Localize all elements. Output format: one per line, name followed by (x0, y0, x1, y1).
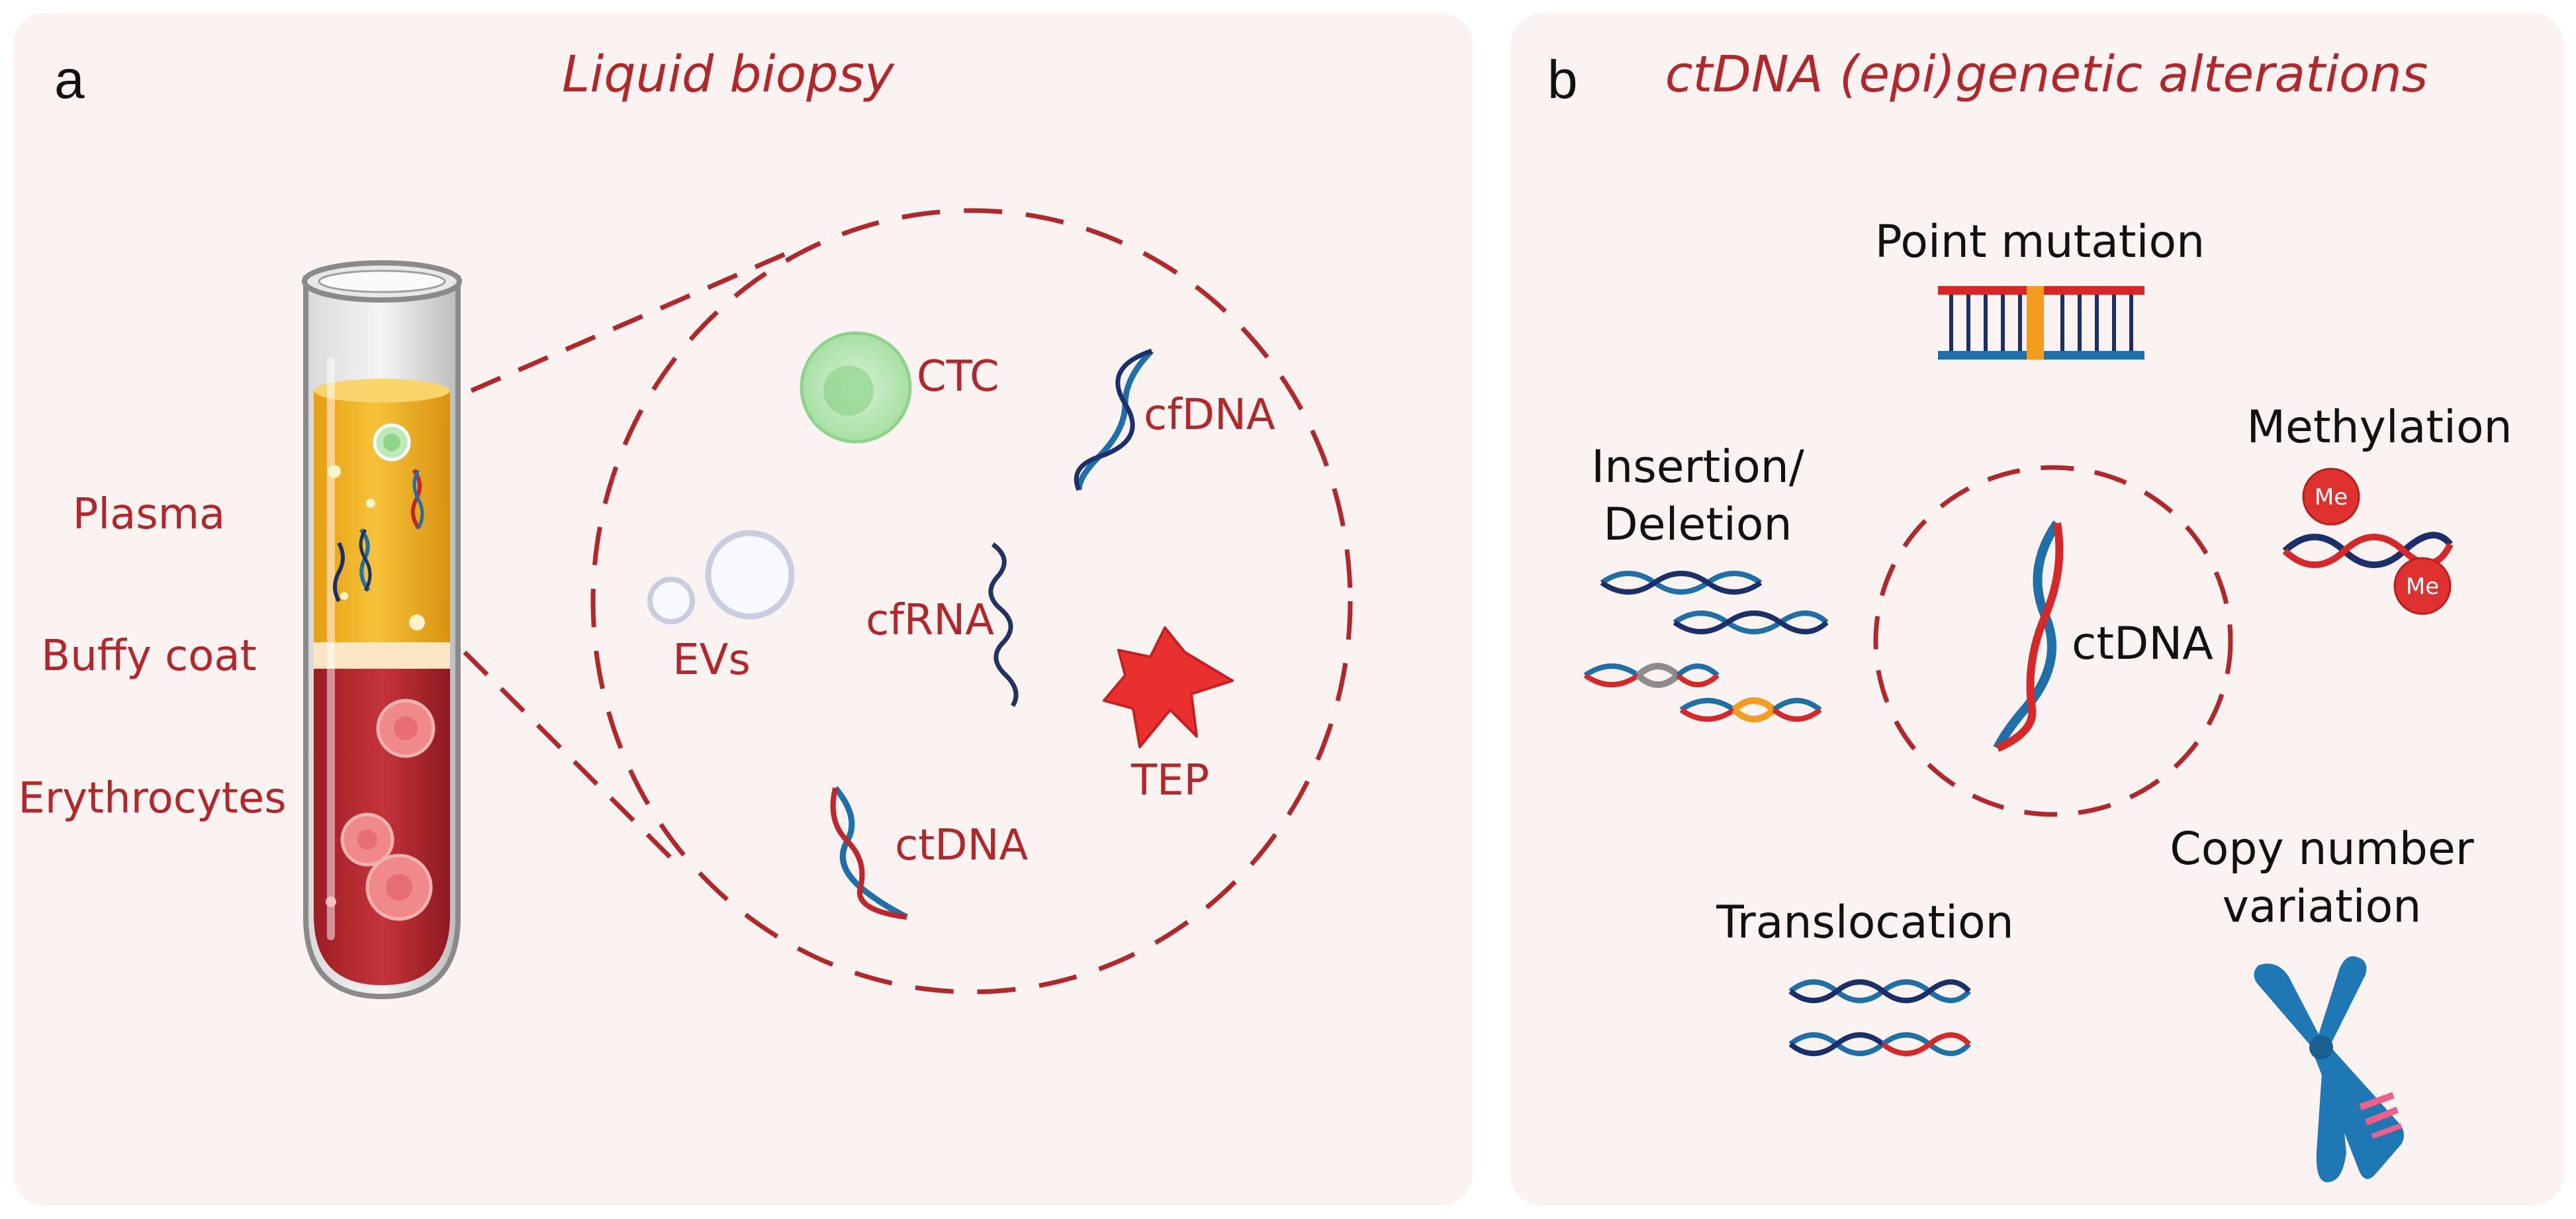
ctc-label: CTC (917, 352, 999, 401)
panel-b-title: ctDNA (epi)genetic alterations (1665, 44, 2428, 103)
svg-text:Me: Me (2406, 573, 2439, 600)
extracellular-vesicles-icon (647, 530, 795, 624)
zoom-line-top (470, 250, 789, 393)
svg-text:Me: Me (2315, 484, 2348, 511)
insertion-deletion-icon (1583, 571, 1829, 722)
zoom-circle (590, 208, 1353, 995)
panel-a-title: Liquid biopsy (562, 44, 895, 103)
ctdna-circle (1873, 465, 2233, 817)
methyl-group-top: Me (2302, 467, 2360, 526)
panel-b-letter: b (1547, 50, 1578, 110)
cnv-label-line2: variation (2223, 881, 2422, 933)
point-mutation-icon (1938, 286, 2144, 360)
plasma-layer (314, 391, 450, 644)
cnv-label-line1: Copy number (2170, 823, 2474, 875)
ctc-cell-icon (800, 331, 912, 444)
tep-label: TEP (1130, 756, 1209, 805)
buffy-coat-layer (314, 642, 450, 670)
buffy-coat-label: Buffy coat (41, 632, 256, 681)
translocation-label: Translocation (1716, 897, 2014, 949)
insertion-label-line2: Deletion (1603, 499, 1792, 551)
ctdna-center-label: ctDNA (2072, 618, 2213, 670)
ctdna-icon (830, 786, 909, 920)
ctdna-label: ctDNA (895, 821, 1028, 870)
cfdna-icon (1074, 348, 1154, 491)
tep-platelet-icon (1103, 626, 1234, 748)
panel-b-background (1510, 13, 2564, 1206)
ctdna-center-icon (1993, 520, 2064, 752)
cfrna-icon (988, 542, 1019, 707)
panel-a-letter: a (54, 50, 85, 110)
insertion-label-line1: Insertion/ (1591, 441, 1804, 493)
methyl-group-bottom: Me (2393, 557, 2452, 615)
methylation-label: Methylation (2246, 401, 2512, 454)
blood-tube (302, 260, 462, 1000)
plasma-label: Plasma (73, 490, 226, 539)
chromosome-icon (2254, 956, 2404, 1183)
point-mutation-label: Point mutation (1875, 216, 2205, 268)
translocation-icon (1788, 979, 1971, 1056)
erythrocytes-label: Erythrocytes (18, 774, 286, 823)
evs-label: EVs (672, 636, 751, 685)
cfdna-label: cfDNA (1144, 391, 1275, 440)
cfrna-label: cfRNA (866, 596, 994, 645)
